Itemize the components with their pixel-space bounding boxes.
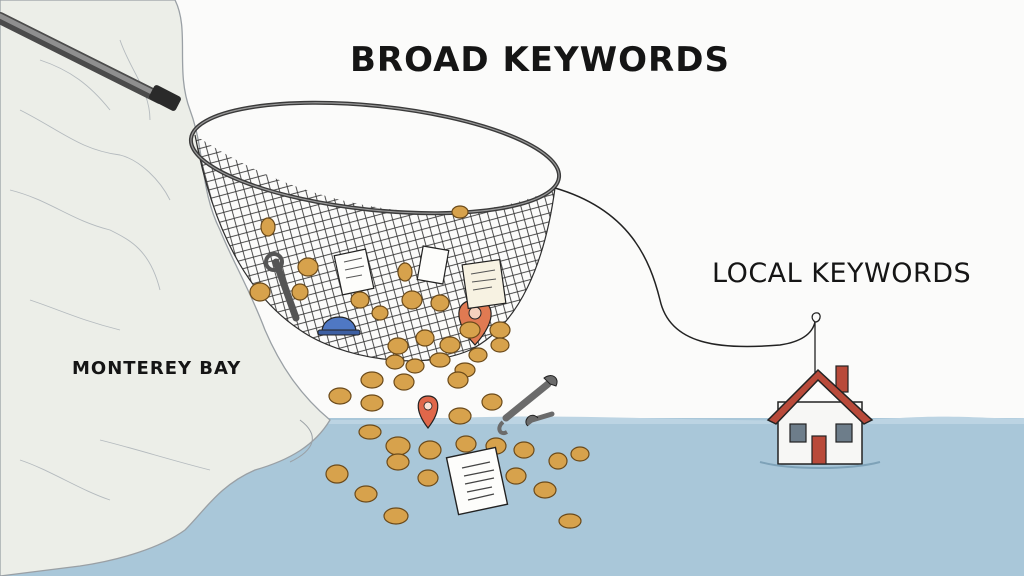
coin-icon xyxy=(451,205,469,219)
coin-icon xyxy=(447,371,469,389)
coin-icon xyxy=(401,290,423,310)
monterey-bay-label: MONTEREY BAY xyxy=(72,358,242,379)
coin-icon xyxy=(448,407,472,425)
map-contours xyxy=(9,39,211,501)
coin-icon xyxy=(387,337,409,355)
map-pin-icon xyxy=(417,395,439,429)
house-window xyxy=(789,423,807,443)
house-window xyxy=(835,423,853,443)
net-handle xyxy=(0,12,181,111)
coin-icon xyxy=(513,441,535,459)
coin-icon xyxy=(505,467,527,485)
local-keywords-label: LOCAL KEYWORDS xyxy=(712,258,972,289)
coin-icon xyxy=(481,393,503,411)
coin-icon xyxy=(558,513,582,529)
house-door xyxy=(811,435,827,465)
coin-icon xyxy=(383,507,409,525)
document-icon xyxy=(461,258,507,310)
coin-icon xyxy=(350,291,370,309)
coin-icon xyxy=(371,305,389,321)
coin-icon xyxy=(548,452,568,470)
coin-icon xyxy=(418,440,442,460)
coin-icon xyxy=(429,352,451,368)
coin-icon xyxy=(360,371,384,389)
fishing-line xyxy=(554,187,816,348)
coins-in-net xyxy=(249,205,511,378)
coastline-shore xyxy=(289,419,313,463)
coin-icon xyxy=(430,294,450,312)
coin-icon xyxy=(468,347,488,363)
document-icon xyxy=(445,446,509,516)
coin-icon xyxy=(405,358,425,374)
document-icon xyxy=(416,245,450,285)
coin-icon xyxy=(386,453,410,471)
coin-icon xyxy=(397,262,413,282)
coin-icon xyxy=(489,321,511,339)
hook xyxy=(811,312,821,375)
coin-icon xyxy=(291,283,309,301)
coin-icon xyxy=(328,387,352,405)
coin-icon xyxy=(297,257,319,277)
coin-icon xyxy=(360,394,384,412)
coin-icon xyxy=(393,373,415,391)
falling-items xyxy=(325,371,590,529)
broad-keywords-label: BROAD KEYWORDS xyxy=(350,40,730,80)
wrench-icon xyxy=(525,411,555,427)
coin-icon xyxy=(354,485,378,503)
coin-icon xyxy=(490,337,510,353)
document-icon xyxy=(333,248,375,296)
coin-icon xyxy=(570,446,590,462)
coin-icon xyxy=(417,469,439,487)
wrench-icon xyxy=(264,252,300,322)
coin-icon xyxy=(260,217,276,237)
coin-icon xyxy=(459,321,481,339)
coin-icon xyxy=(533,481,557,499)
coin-icon xyxy=(358,424,382,440)
wrench-icon xyxy=(497,375,558,435)
coin-icon xyxy=(439,336,461,354)
coin-icon xyxy=(249,282,271,302)
coin-icon xyxy=(325,464,349,484)
coin-icon xyxy=(385,436,411,456)
coin-icon xyxy=(385,354,405,370)
coin-icon xyxy=(415,329,435,347)
hard-hat-icon xyxy=(317,316,361,336)
coin-icon xyxy=(455,435,477,453)
house-icon xyxy=(759,365,881,469)
net-contents xyxy=(264,245,507,346)
